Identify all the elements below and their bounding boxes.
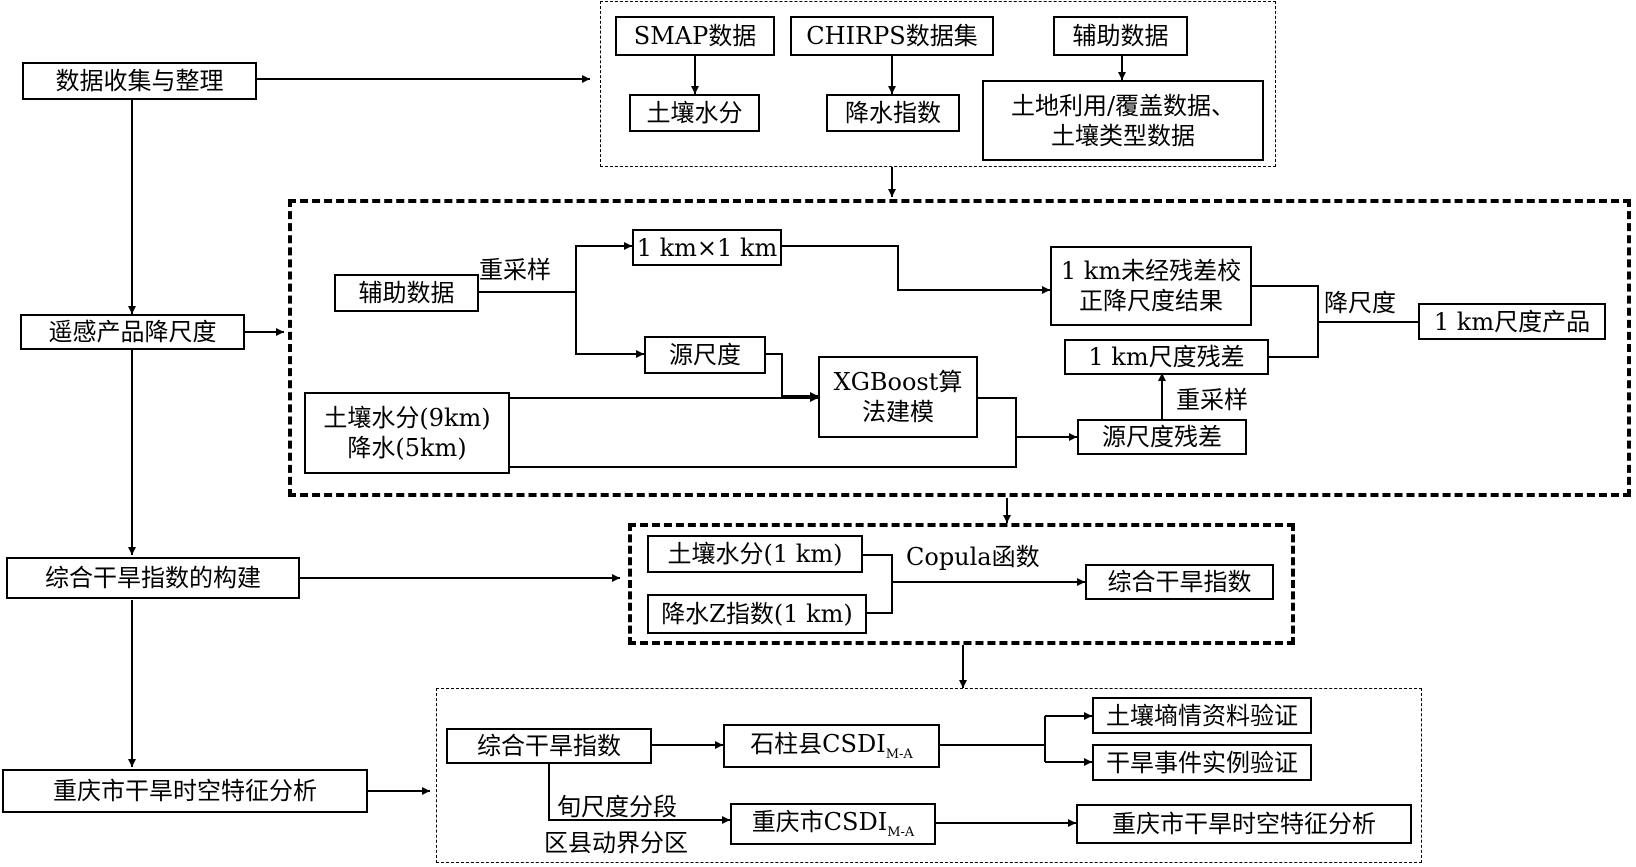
aux-data-box: 辅助数据 — [1053, 16, 1188, 56]
shizhu-csdi-box: 石柱县CSDIM-A — [723, 724, 940, 768]
chongqing-analysis-box: 重庆市干旱时空特征分析 — [1076, 804, 1412, 844]
soil-moisture-box: 土壤水分 — [629, 94, 760, 132]
csdi-output-box: 综合干旱指数 — [1085, 564, 1274, 600]
segment-label: 旬尺度分段 — [557, 793, 677, 821]
resample-label-2: 重采样 — [1176, 386, 1248, 414]
zone-label: 区县动界分区 — [544, 829, 688, 857]
csdi-input-box: 综合干旱指数 — [446, 728, 652, 764]
xgboost-box: XGBoost算法建模 — [818, 356, 978, 438]
index-group-frame — [628, 523, 1295, 645]
soil-precip-input-box: 土壤水分(9km)降水(5km) — [304, 392, 510, 474]
step-construct: 综合干旱指数的构建 — [6, 557, 300, 599]
step-downscale: 遥感产品降尺度 — [20, 314, 245, 350]
aux-data-input-box: 辅助数据 — [334, 274, 479, 312]
grid-1km-box: 1 km×1 km — [632, 229, 782, 266]
chirps-box: CHIRPS数据集 — [790, 16, 994, 56]
data-group-frame — [600, 1, 1276, 167]
downscale-label: 降尺度 — [1324, 289, 1396, 317]
chongqing-csdi-subscript: M-A — [887, 824, 915, 840]
soil-validation-box: 土壤墒情资料验证 — [1092, 697, 1312, 734]
precip-z-box: 降水Z指数(1 km) — [647, 594, 867, 634]
shizhu-csdi-subscript: M-A — [885, 746, 913, 762]
chongqing-csdi-box: 重庆市CSDIM-A — [730, 803, 936, 845]
step-analysis: 重庆市干旱时空特征分析 — [2, 769, 368, 813]
product-1km-box: 1 km尺度产品 — [1418, 303, 1606, 340]
analysis-group-frame — [436, 688, 1422, 863]
residual-1km-box: 1 km尺度残差 — [1064, 339, 1269, 375]
precip-index-box: 降水指数 — [826, 94, 960, 132]
source-scale-box: 源尺度 — [644, 336, 766, 374]
copula-label: Copula函数 — [906, 543, 1040, 571]
drought-validation-box: 干旱事件实例验证 — [1092, 744, 1312, 781]
source-residual-box: 源尺度残差 — [1077, 419, 1247, 455]
step-collect: 数据收集与整理 — [22, 62, 257, 100]
resample-label: 重采样 — [479, 256, 551, 284]
soil-1km-box: 土壤水分(1 km) — [647, 535, 863, 573]
downscale-group-frame — [288, 199, 1631, 497]
landuse-box: 土地利用/覆盖数据、土壤类型数据 — [982, 80, 1264, 161]
uncorrected-result-box: 1 km未经残差校正降尺度结果 — [1050, 246, 1252, 326]
smap-box: SMAP数据 — [615, 16, 775, 56]
